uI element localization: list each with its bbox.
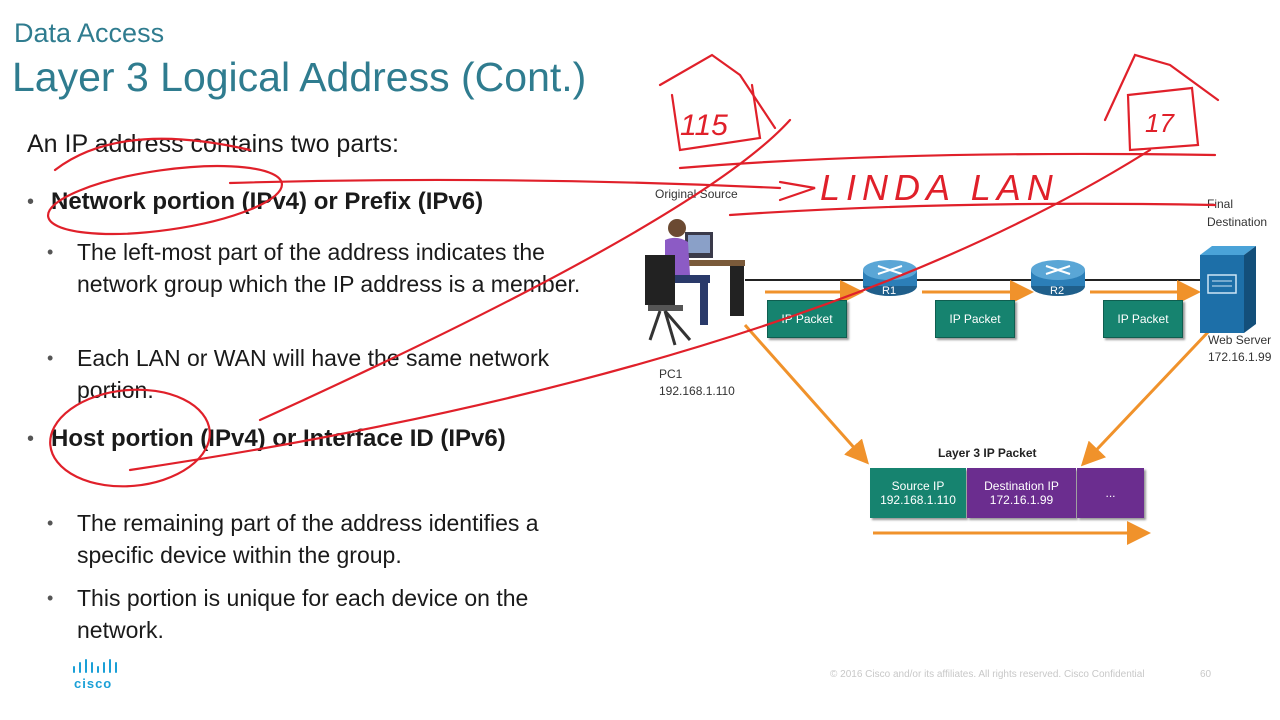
ip-packet-3: IP Packet <box>1103 300 1183 338</box>
sub-bullet-left-most: The left-most part of the address indica… <box>47 236 617 300</box>
pc-user-icon <box>645 219 745 346</box>
web-server-icon <box>1200 246 1256 333</box>
left-house-number: 115 <box>680 109 728 142</box>
cisco-logo-text: cisco <box>74 676 113 691</box>
right-house-number: 17 <box>1145 108 1175 138</box>
copyright-text: © 2016 Cisco and/or its affiliates. All … <box>830 669 1145 680</box>
slide-subtitle: Data Access <box>14 18 165 48</box>
destination-ip-value: 172.16.1.99 <box>989 493 1054 507</box>
cisco-bars-icon <box>73 659 117 673</box>
destination-ip-cell: Destination IP 172.16.1.99 <box>967 468 1076 518</box>
ellipsis-cell: ... <box>1077 468 1144 518</box>
ellipsis-text: ... <box>1105 486 1116 500</box>
layer3-packet-title: Layer 3 IP Packet <box>938 446 1037 460</box>
source-ip-value: 192.168.1.110 <box>880 493 956 507</box>
original-source-label: Original Source <box>655 187 738 201</box>
page-number: 60 <box>1200 669 1212 680</box>
pc-ip-label: 192.168.1.110 <box>659 384 735 398</box>
web-server-label: Web Server <box>1208 333 1272 347</box>
left-house-roof <box>658 53 777 130</box>
ip-packet-1: IP Packet <box>767 300 847 338</box>
source-ip-label: Source IP <box>891 479 945 493</box>
intro-text: An IP address contains two parts: <box>27 130 399 158</box>
left-house-body <box>670 83 762 152</box>
slide-title: Layer 3 Logical Address (Cont.) <box>12 54 587 100</box>
source-ip-cell: Source IP 192.168.1.110 <box>870 468 966 518</box>
right-house-roof <box>1103 53 1220 122</box>
network-diagram: Original Source Final Destination PC1 19… <box>630 180 1280 560</box>
bullet-network-portion: Network portion (IPv4) or Prefix (IPv6) <box>27 185 483 219</box>
sub-bullet-unique: This portion is unique for each device o… <box>47 582 617 646</box>
flow-arrow-down-left <box>743 324 869 465</box>
sub-bullet-remaining-part: The remaining part of the address identi… <box>47 507 617 571</box>
ip-packet-2: IP Packet <box>935 300 1015 338</box>
router-r2-label: R2 <box>1050 285 1065 297</box>
cisco-logo: cisco <box>72 659 120 691</box>
right-house-body <box>1126 86 1200 152</box>
router-r1-label: R1 <box>882 285 897 297</box>
bullet-host-portion: Host portion (IPv4) or Interface ID (IPv… <box>27 422 531 456</box>
band-top-line <box>678 152 1217 170</box>
destination-ip-label: Destination IP <box>984 479 1059 493</box>
web-server-ip-label: 172.16.1.99 <box>1208 350 1272 364</box>
final-label: Final <box>1207 197 1234 211</box>
sub-bullet-same-network: Each LAN or WAN will have the same netwo… <box>47 342 617 406</box>
flow-arrow-down-right <box>1080 328 1212 467</box>
destination-label: Destination <box>1207 215 1268 229</box>
pc-name-label: PC1 <box>659 367 683 381</box>
